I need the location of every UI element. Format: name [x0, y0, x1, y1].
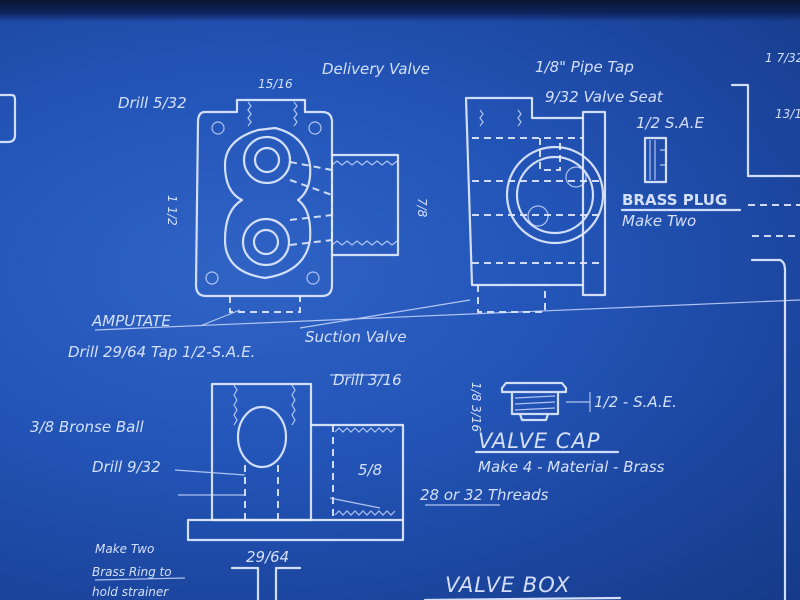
- side-height-dim-label: 7/8: [415, 198, 429, 218]
- drill-5-32-label: Drill 5/32: [118, 94, 187, 112]
- delivery-valve-label: Delivery Valve: [322, 60, 430, 78]
- hidden-lines-right: [748, 204, 800, 237]
- partial-part-left: [0, 93, 17, 144]
- dim-29-64-label: 29/64: [246, 548, 289, 566]
- suction-valve-label: Suction Valve: [305, 328, 407, 346]
- drill-3-16-label: Drill 3/16: [333, 371, 402, 389]
- height-dim-label: 1 1/2: [165, 195, 179, 226]
- valve-box-title: VALVE BOX: [445, 573, 571, 597]
- amputate-label: AMPUTATE: [91, 312, 171, 330]
- valve-cap-dim-a: 1/8: [469, 382, 483, 402]
- valve-cap-title: VALVE CAP: [478, 429, 600, 453]
- brass-plug-note: Make Two: [622, 212, 696, 230]
- threads-label: 28 or 32 Threads: [420, 486, 549, 504]
- valve-cap-drawing: [330, 374, 620, 506]
- right-dim-top: 1 7/32: [765, 51, 800, 65]
- note-underline: [94, 577, 186, 581]
- brass-plug-drawing: [620, 136, 742, 212]
- pump-top-view: [194, 98, 400, 313]
- pump-side-view: [464, 96, 607, 313]
- frame-edge: [0, 0, 800, 22]
- leader-lines: [94, 299, 800, 331]
- pipe-tap-label: 1/8" Pipe Tap: [535, 58, 634, 76]
- note-line-2: Brass Ring to: [92, 565, 172, 579]
- brass-plug-title: BRASS PLUG: [622, 191, 727, 209]
- note-line-1: Make Two: [95, 542, 154, 556]
- note-line-3: hold strainer: [92, 585, 169, 599]
- valve-cap-note: Make 4 - Material - Brass: [478, 458, 665, 476]
- sae-label: 1/2 S.A.E: [636, 114, 705, 132]
- drill-tap-label: Drill 29/64 Tap 1/2-S.A.E.: [68, 343, 255, 361]
- valve-seat-label: 9/32 Valve Seat: [545, 88, 664, 106]
- width-dim-label: 15/16: [258, 77, 293, 91]
- valve-cap-sae: 1/2 - S.A.E.: [594, 393, 677, 411]
- valve-cap-dim-b: 3/16: [469, 405, 483, 432]
- right-dim-mid: 13/16: [775, 107, 800, 121]
- drill-9-32-label: Drill 9/32: [92, 458, 161, 476]
- dim-5-8-label: 5/8: [358, 461, 382, 479]
- bronze-ball-label: 3/8 Bronse Ball: [30, 418, 145, 436]
- partial-part-right: [730, 83, 800, 600]
- valve-box-section: [174, 382, 405, 600]
